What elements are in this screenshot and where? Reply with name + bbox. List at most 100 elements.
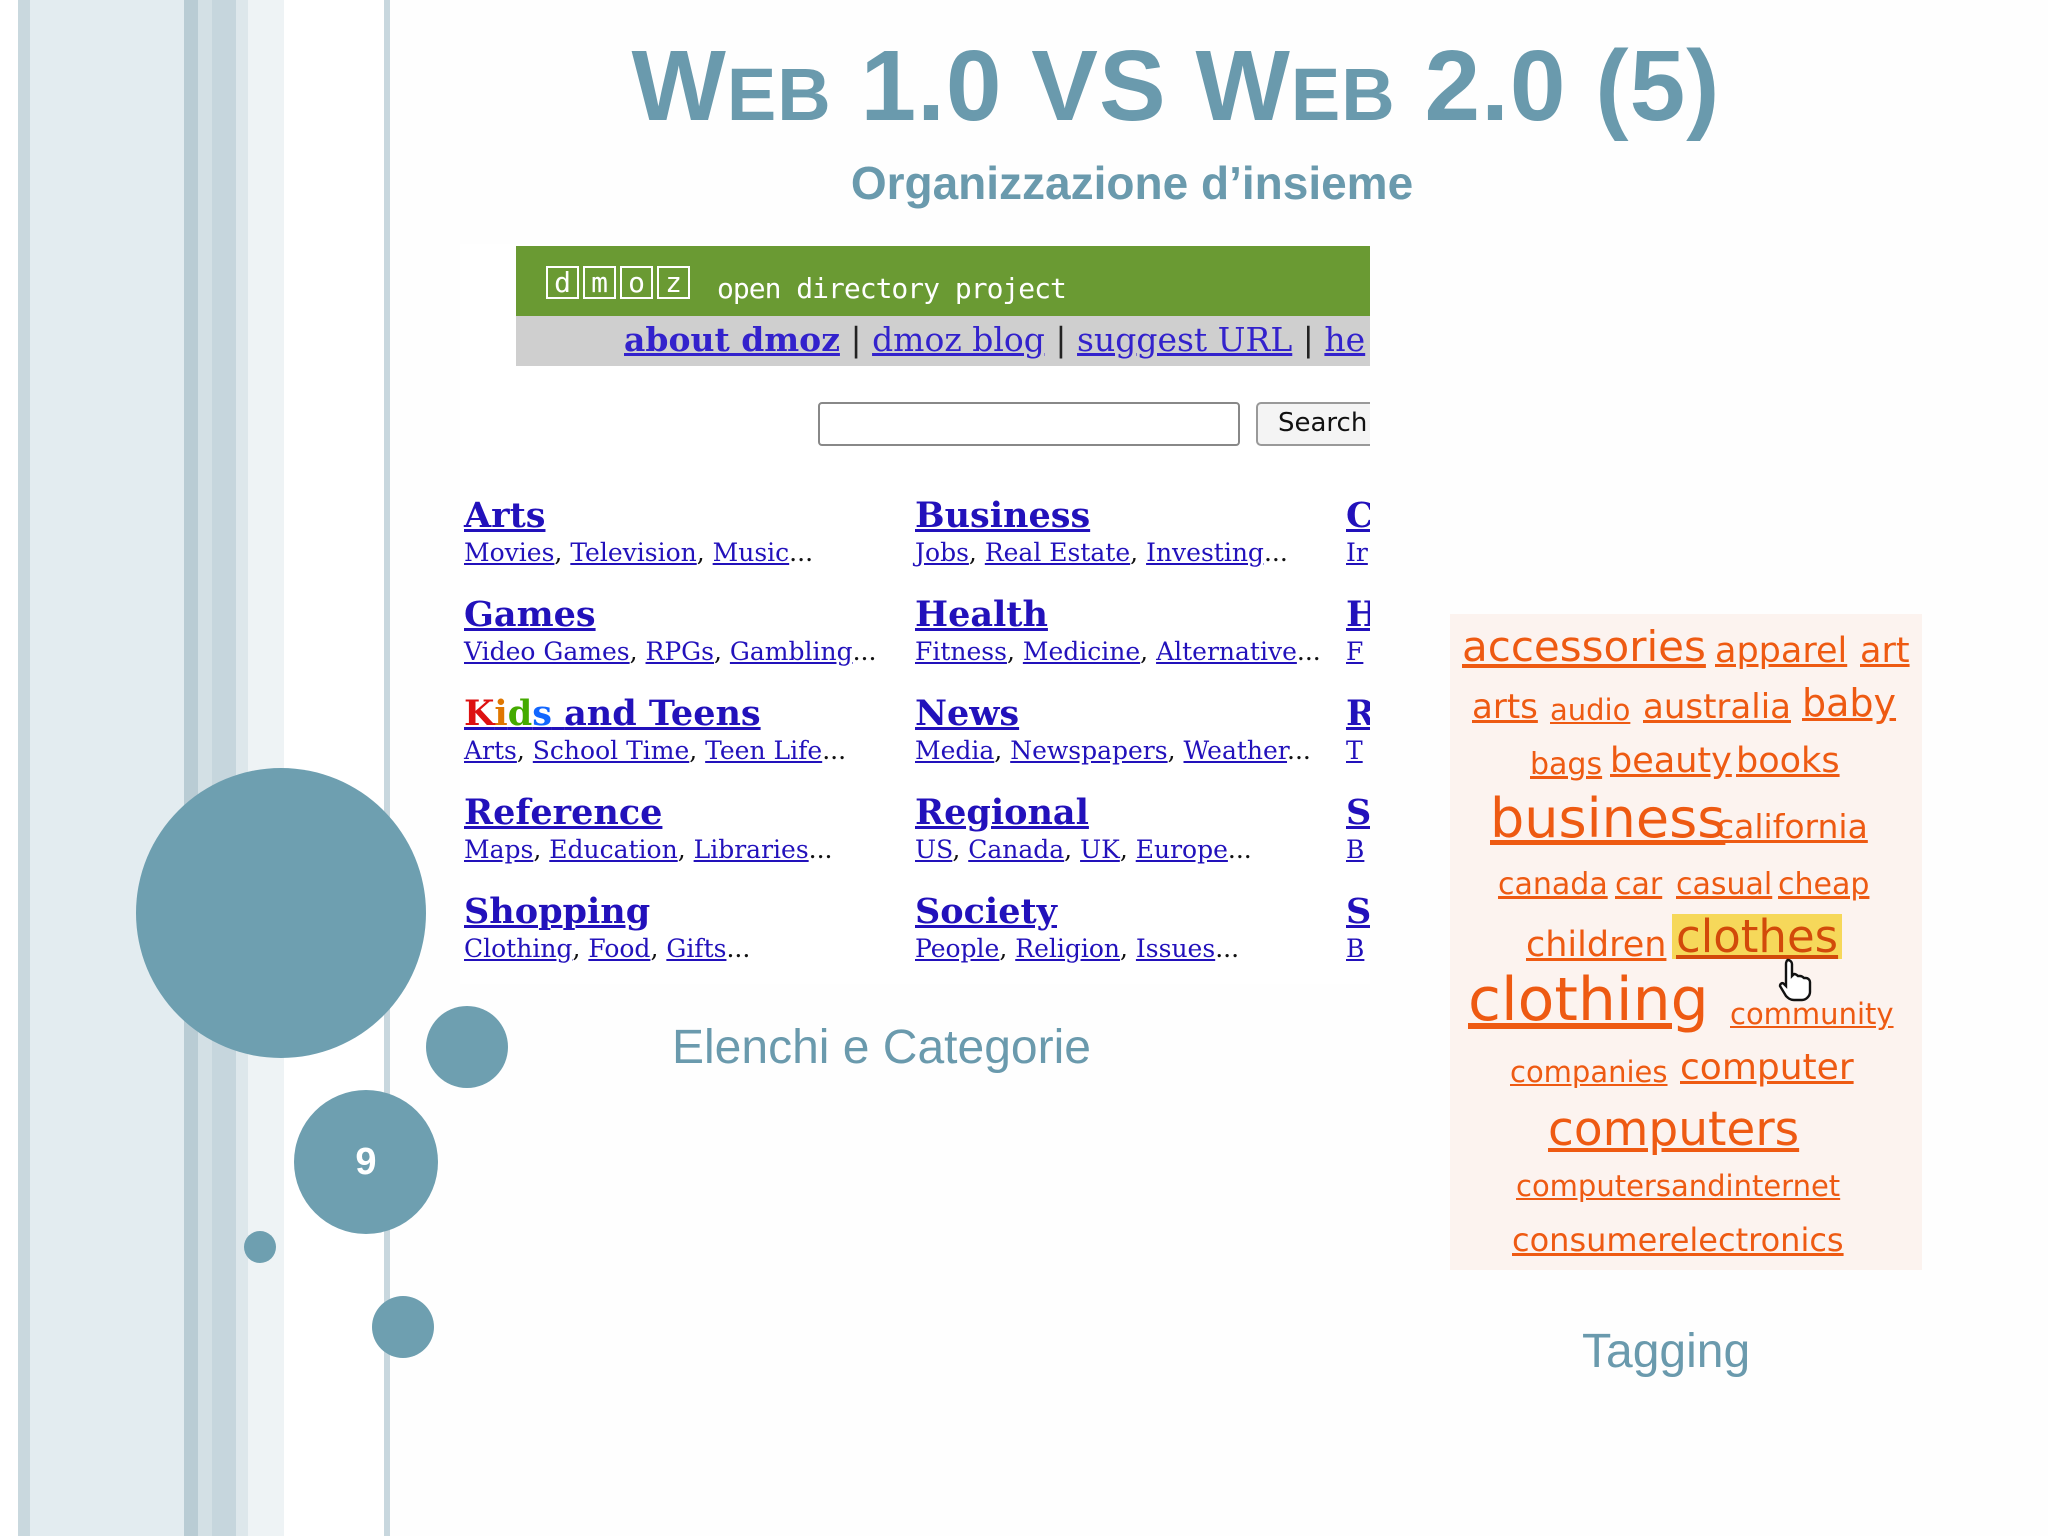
tag-link[interactable]: bags — [1530, 747, 1603, 782]
tag-link[interactable]: business — [1490, 787, 1726, 850]
decor-stripe — [384, 0, 390, 1536]
subcategory-link[interactable]: Maps — [464, 835, 534, 864]
tag-link[interactable]: apparel — [1715, 631, 1848, 671]
logo-letter: d — [546, 266, 579, 299]
category-link[interactable]: S — [1346, 891, 1370, 932]
subcategory-link[interactable]: Education — [549, 835, 678, 864]
subcategory-link[interactable]: School Time — [532, 736, 690, 765]
subcategory-link[interactable]: Newspapers — [1010, 736, 1168, 765]
dmoz-nav-bar: about dmoz | dmoz blog | suggest URL | h… — [516, 316, 1370, 366]
tag-link[interactable]: companies — [1510, 1055, 1668, 1089]
tag-link[interactable]: computer — [1680, 1047, 1854, 1088]
subcategory-link[interactable]: RPGs — [645, 637, 714, 666]
nav-separator: | — [850, 320, 862, 359]
search-button[interactable]: Search — [1256, 402, 1370, 446]
category-truncated: H F — [1346, 595, 1370, 669]
tag-link[interactable]: art — [1860, 631, 1910, 671]
subcategory-link[interactable]: B — [1346, 835, 1365, 864]
category-link[interactable]: News — [915, 693, 1020, 734]
tag-link-highlighted[interactable]: clothes — [1672, 914, 1843, 959]
category-link[interactable]: R — [1346, 693, 1370, 734]
comma: , — [1130, 538, 1147, 567]
subcategory-link[interactable]: US — [915, 835, 953, 864]
subcategory-link[interactable]: Medicine — [1022, 637, 1141, 666]
subcategory-link[interactable]: Gambling — [729, 637, 853, 666]
comma: , — [713, 637, 730, 666]
subcategory-link[interactable]: Gifts — [666, 934, 727, 963]
tag-link[interactable]: baby — [1802, 681, 1897, 725]
tag-link[interactable]: australia — [1643, 687, 1791, 727]
ellipsis: ... — [822, 736, 847, 765]
category-link[interactable]: C — [1346, 495, 1370, 536]
tag-link[interactable]: california — [1716, 807, 1868, 846]
subcategory-link[interactable]: People — [915, 934, 1000, 963]
subcategory-link[interactable]: Clothing — [464, 934, 573, 963]
category-link[interactable]: H — [1346, 594, 1370, 635]
subcategory-link[interactable]: B — [1346, 934, 1365, 963]
subcategory-link[interactable]: Real Estate — [984, 538, 1131, 567]
tag-link[interactable]: cheap — [1778, 867, 1870, 902]
tag-link[interactable]: car — [1615, 867, 1663, 902]
category-link[interactable]: Shopping — [464, 891, 651, 932]
tag-link[interactable]: beauty — [1610, 741, 1732, 781]
ellipsis: ... — [1263, 538, 1288, 567]
subcategory-link[interactable]: Music — [712, 538, 790, 567]
subcategory-link[interactable]: Fitness — [915, 637, 1007, 666]
subcategory-link[interactable]: Arts — [464, 736, 517, 765]
subcategory-link[interactable]: Europe — [1135, 835, 1228, 864]
decor-stripe — [30, 0, 184, 1536]
tag-link[interactable]: canada — [1498, 867, 1608, 902]
category-link[interactable]: Arts — [464, 495, 546, 536]
tag-link[interactable]: books — [1736, 741, 1840, 781]
category-link[interactable]: Health — [915, 594, 1048, 635]
nav-about-link[interactable]: about dmoz — [624, 320, 840, 359]
category-link[interactable]: Business — [915, 495, 1091, 536]
subcategory-link[interactable]: F — [1346, 637, 1364, 666]
slide-subtitle: Organizzazione d’insieme — [850, 157, 1414, 209]
nav-separator: | — [1302, 320, 1314, 359]
tag-link[interactable]: casual — [1676, 867, 1773, 902]
dmoz-logo[interactable]: d m o z — [546, 266, 690, 299]
category-link[interactable]: Society — [915, 891, 1057, 932]
subcategory-link[interactable]: Investing — [1146, 538, 1264, 567]
subcategory-link[interactable]: Canada — [968, 835, 1065, 864]
decor-stripe — [18, 0, 30, 1536]
subcategory-link[interactable]: Teen Life — [705, 736, 823, 765]
nav-blog-link[interactable]: dmoz blog — [872, 320, 1045, 359]
subcategory-link[interactable]: Ir — [1346, 538, 1368, 567]
category-link[interactable]: Regional — [915, 792, 1089, 833]
tag-link[interactable]: children — [1526, 925, 1667, 965]
subcategory-link[interactable]: Alternative — [1156, 637, 1297, 666]
tag-link[interactable]: consumerelectronics — [1512, 1221, 1844, 1259]
tag-link[interactable]: computersandinternet — [1516, 1169, 1841, 1203]
search-input[interactable] — [818, 402, 1240, 446]
tag-link[interactable]: arts — [1472, 687, 1538, 727]
subcategory-link[interactable]: Television — [570, 538, 697, 567]
subcategory-link[interactable]: UK — [1080, 835, 1120, 864]
comma: , — [572, 934, 589, 963]
category-link[interactable]: Games — [464, 594, 596, 635]
tag-link[interactable]: clothing — [1468, 965, 1709, 1035]
subcategory-link[interactable]: Weather — [1183, 736, 1288, 765]
subcategory-link[interactable]: Jobs — [915, 538, 969, 567]
subcategory-link[interactable]: Video Games — [464, 637, 630, 666]
category-link[interactable]: Reference — [464, 792, 663, 833]
subcategory-link[interactable]: Movies — [464, 538, 555, 567]
category-link[interactable]: S — [1346, 792, 1370, 833]
nav-suggest-link[interactable]: suggest URL — [1077, 320, 1293, 359]
nav-help-link[interactable]: he — [1324, 320, 1366, 359]
tag-link[interactable]: audio — [1550, 693, 1631, 727]
category-games: Games Video Games, RPGs, Gambling... — [464, 595, 876, 669]
category-link[interactable]: Kids and Teens — [464, 694, 846, 734]
hand-cursor-icon — [1778, 958, 1812, 1002]
decor-stripe — [184, 0, 198, 1536]
subcategory-link[interactable]: Religion — [1015, 934, 1121, 963]
tag-link[interactable]: community — [1730, 997, 1894, 1031]
tag-link[interactable]: accessories — [1462, 622, 1706, 671]
subcategory-link[interactable]: Issues — [1135, 934, 1216, 963]
subcategory-link[interactable]: Food — [588, 934, 651, 963]
tag-link[interactable]: computers — [1548, 1102, 1800, 1157]
subcategory-link[interactable]: T — [1346, 736, 1363, 765]
subcategory-link[interactable]: Libraries — [693, 835, 809, 864]
subcategory-link[interactable]: Media — [915, 736, 995, 765]
